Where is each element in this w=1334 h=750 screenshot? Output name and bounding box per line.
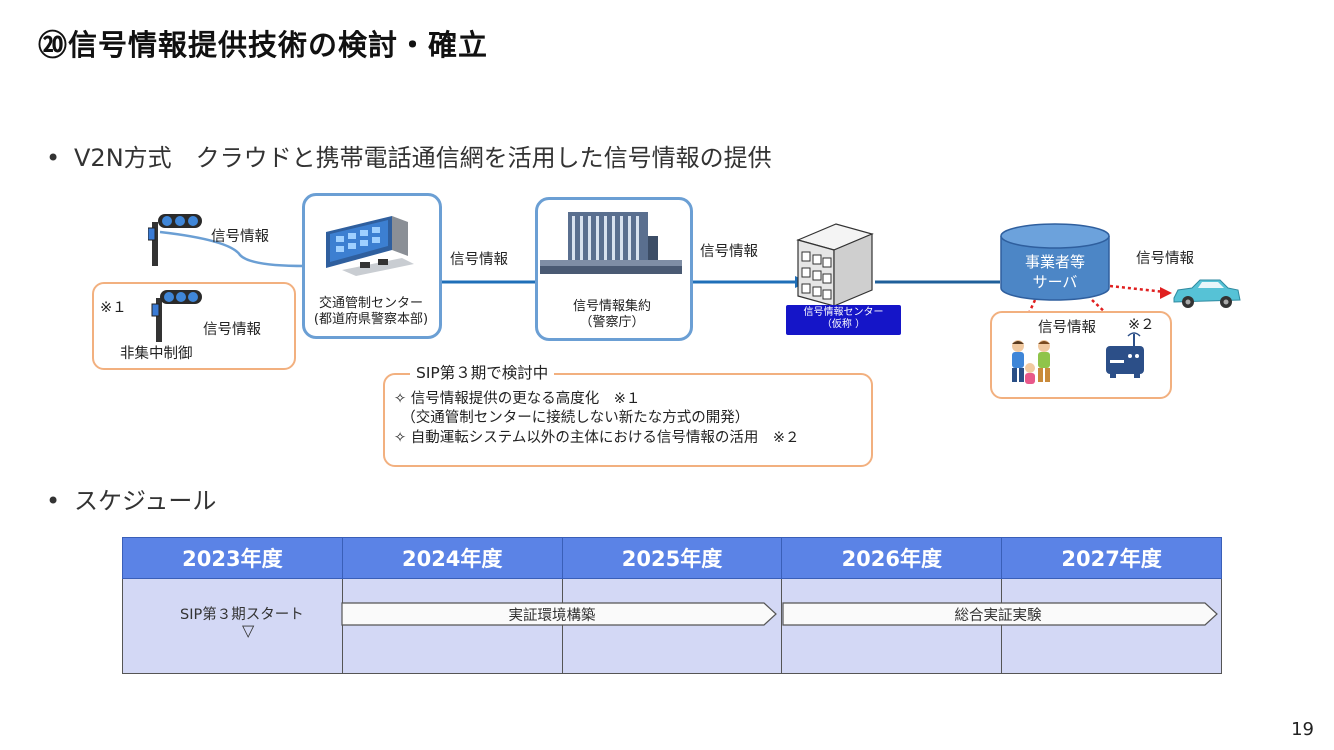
bullet-schedule-text: スケジュール [74, 487, 217, 515]
phase-arrow-build [341, 602, 777, 626]
signal-info-label-1: 信号情報 [211, 229, 269, 245]
signal-info-label-5: 信号情報 [1136, 251, 1194, 267]
bullet-v2n-text: V2N方式 クラウドと携帯電話通信網を活用した信号情報の提供 [74, 144, 772, 172]
page-number: 19 [1291, 719, 1314, 740]
signal-center-badge: 信号情報センター （仮称 ） [786, 305, 901, 335]
roadside-device-icon [1106, 332, 1144, 378]
bullet-schedule: • スケジュール [46, 481, 216, 516]
aggregation-label: 信号情報集約 （警察庁） [536, 299, 688, 331]
sip-start-label: SIP第３期スタート [180, 607, 304, 623]
control-room-icon [326, 216, 414, 276]
sip-box [383, 373, 873, 467]
schedule-body-row [122, 578, 1222, 674]
pedestrians-icon [1012, 340, 1050, 384]
building-icon [540, 212, 682, 274]
page-title: ⑳信号情報提供技術の検討・確立 [38, 28, 489, 62]
sip-start-marker: ▽ [242, 621, 255, 640]
traffic-center-label: 交通管制センター (都道府県警察本部) [304, 296, 438, 328]
server-building-icon [796, 223, 874, 307]
red-arrow-to-car [1109, 284, 1166, 294]
server-label: 事業者等 サーバ [999, 252, 1111, 292]
traffic-signal-icon [148, 214, 202, 266]
schedule-cell [1001, 578, 1222, 674]
year-header: 2026年度 [781, 537, 1003, 579]
traffic-center-line2: (都道府県警察本部) [313, 312, 429, 327]
schedule-cell [781, 578, 1003, 674]
server-line1: 事業者等 [1024, 253, 1085, 271]
phase-arrow-demo [782, 602, 1218, 626]
aggregation-line1: 信号情報集約 [572, 299, 651, 314]
signal-info-label-3: 信号情報 [450, 252, 508, 268]
schedule-header-row: 2023年度 2024年度 2025年度 2026年度 2027年度 [122, 537, 1222, 579]
signal-center-line1: 信号情報センター [803, 307, 884, 318]
phase-build-label: 実証環境構築 [508, 608, 596, 624]
sip-item-2: （交通管制センターに接続しない新たな方式の開発） [394, 410, 750, 426]
bullet-dot: • [46, 487, 61, 515]
phase-demo-label: 総合実証実験 [954, 608, 1042, 624]
year-header: 2025年度 [561, 537, 783, 579]
traffic-signal-icon [151, 290, 202, 342]
bullet-dot: • [46, 144, 61, 172]
note1-mark: ※１ [100, 300, 127, 316]
signal-center-line2: （仮称 ） [821, 319, 866, 330]
signal-info-label-6: 信号情報 [1038, 320, 1096, 336]
schedule-table: 2023年度 2024年度 2025年度 2026年度 2027年度 [122, 537, 1222, 674]
traffic-center-line1: 交通管制センター [318, 296, 423, 311]
signal-info-label-4: 信号情報 [700, 244, 758, 260]
sip-title: SIP第３期で検討中 [410, 363, 555, 383]
schedule-cell [122, 578, 343, 674]
non-central-label: 非集中制御 [120, 346, 193, 362]
aggregation-line2: （警察庁） [579, 315, 645, 330]
schedule-cell [561, 578, 783, 674]
sip-item-1: ✧ 信号情報提供の更なる高度化 ※１ [394, 391, 641, 407]
bullet-v2n: • V2N方式 クラウドと携帯電話通信網を活用した信号情報の提供 [46, 138, 772, 173]
year-header: 2024年度 [341, 537, 563, 579]
server-line2: サーバ [1032, 273, 1078, 291]
car-icon [1173, 279, 1241, 308]
signal-info-label-2: 信号情報 [203, 322, 261, 338]
year-header: 2023年度 [122, 537, 343, 579]
sip-item-3: ✧ 自動運転システム以外の主体における信号情報の活用 ※２ [394, 430, 800, 446]
schedule-cell [341, 578, 563, 674]
year-header: 2027年度 [1001, 537, 1222, 579]
signal-link-line [159, 230, 306, 268]
red-arrow-head-icon [1160, 287, 1172, 299]
database-cylinder-icon [1000, 223, 1110, 301]
note2-mark: ※２ [1128, 317, 1155, 333]
